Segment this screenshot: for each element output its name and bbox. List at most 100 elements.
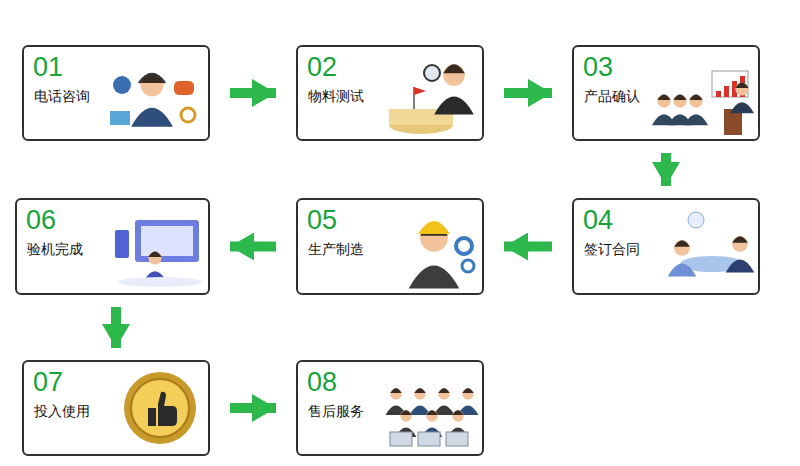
- hair: [390, 388, 401, 393]
- hair: [673, 94, 686, 100]
- head: [735, 82, 748, 95]
- floor-shadow: [118, 277, 202, 287]
- body: [684, 114, 708, 125]
- step-box: 07 投入使用: [22, 360, 210, 456]
- person-figure: [668, 240, 697, 276]
- phone-icon: [115, 230, 129, 258]
- gear-icon: [181, 108, 195, 122]
- person-figure: [684, 94, 708, 125]
- flag: [414, 87, 426, 95]
- head: [414, 388, 425, 399]
- step-label: 验机完成: [27, 240, 83, 258]
- step-illustration: [668, 212, 755, 277]
- step-label: 物料测试: [308, 87, 364, 105]
- step-label: 售后服务: [308, 402, 364, 420]
- step-box: 08 售后服务: [296, 360, 484, 456]
- step-illustration: [115, 220, 202, 287]
- step-label: 投入使用: [34, 402, 90, 420]
- head: [390, 388, 401, 399]
- person-figure: [434, 388, 455, 415]
- step-number: 02: [307, 51, 337, 83]
- hair: [462, 388, 473, 393]
- person-figure: [726, 236, 755, 272]
- head: [674, 240, 690, 256]
- head: [689, 94, 702, 107]
- flow-arrow: [230, 88, 276, 98]
- hair: [689, 94, 702, 100]
- mail-icon: [110, 111, 130, 125]
- step-box: 03产品确认: [572, 45, 760, 141]
- step-number: 01: [33, 51, 63, 83]
- step-number: 07: [33, 366, 63, 398]
- step-number: 06: [26, 204, 56, 236]
- step-box: 01 电话咨询: [22, 45, 210, 141]
- person-figure: [410, 388, 431, 415]
- step-box: 05 生产制造: [296, 198, 484, 295]
- medal-face: [131, 379, 189, 437]
- step-label: 签订合同: [584, 240, 640, 258]
- body: [409, 266, 460, 289]
- step-label: 产品确认: [584, 87, 640, 105]
- hair: [148, 251, 161, 257]
- head: [657, 94, 670, 107]
- chart-bar: [716, 91, 721, 97]
- step-box: 02 物料测试: [296, 45, 484, 141]
- flow-arrow: [661, 153, 671, 186]
- screen-panel: [141, 226, 193, 256]
- hair: [732, 236, 748, 243]
- step-label: 生产制造: [308, 240, 364, 258]
- step-label: 电话咨询: [34, 87, 90, 105]
- step-illustration: [389, 64, 474, 134]
- head: [732, 236, 748, 252]
- monitor: [418, 432, 440, 446]
- flow-arrow: [111, 307, 121, 348]
- medal-rim: [124, 372, 196, 444]
- screen: [135, 220, 199, 262]
- chart-board: [712, 71, 748, 97]
- monitor: [446, 432, 468, 446]
- thumbs-up: [148, 392, 177, 426]
- chart-bar: [724, 86, 729, 97]
- idea-bubble: [688, 212, 704, 228]
- hair: [657, 94, 670, 100]
- search-bubble: [113, 76, 131, 94]
- body: [131, 108, 173, 127]
- hair: [735, 82, 748, 88]
- person-figure: [131, 74, 173, 127]
- flow-arrow: [230, 242, 276, 252]
- hair: [400, 410, 411, 415]
- head: [462, 388, 473, 399]
- body: [730, 102, 754, 113]
- head: [148, 251, 161, 264]
- person-figure: [458, 388, 479, 415]
- flow-arrow: [504, 88, 552, 98]
- body: [726, 260, 755, 273]
- step-illustration: [409, 221, 474, 289]
- body: [434, 97, 474, 115]
- chat-bubble: [174, 81, 194, 95]
- step-box: 04 签订合同: [572, 198, 760, 295]
- hair: [438, 388, 449, 393]
- flow-arrow: [504, 242, 552, 252]
- step-illustration: [110, 74, 195, 127]
- head: [400, 410, 411, 421]
- head: [673, 94, 686, 107]
- step-illustration: [124, 372, 196, 444]
- person-figure: [730, 82, 754, 113]
- gear-icon: [456, 238, 472, 254]
- hard-hat: [418, 221, 450, 234]
- step-number: 08: [307, 366, 337, 398]
- step-illustration: [386, 388, 479, 446]
- step-number: 05: [307, 204, 337, 236]
- body: [668, 264, 697, 277]
- magnifier: [424, 65, 440, 81]
- head: [443, 64, 465, 86]
- step-illustration: [652, 71, 754, 135]
- step-number: 04: [583, 204, 613, 236]
- monitor: [390, 432, 412, 446]
- head: [426, 410, 437, 421]
- hair: [443, 64, 465, 73]
- hair: [674, 240, 690, 247]
- step-box: 06 验机完成: [15, 198, 210, 295]
